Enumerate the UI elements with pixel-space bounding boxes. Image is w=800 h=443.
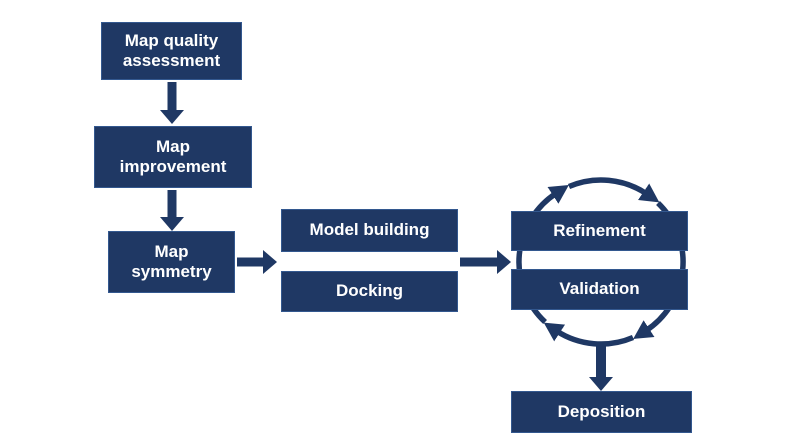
node-model-building: Model building bbox=[281, 209, 458, 252]
node-docking: Docking bbox=[281, 271, 458, 312]
node-label-refinement: Refinement bbox=[553, 220, 646, 240]
node-label-validation: Validation bbox=[559, 279, 640, 299]
node-refinement: Refinement bbox=[511, 211, 688, 251]
node-label-docking: Docking bbox=[335, 281, 404, 301]
node-label-map-quality-assessment: Map quality assessment bbox=[122, 30, 221, 70]
node-map-symmetry: Map symmetry bbox=[108, 231, 235, 293]
node-label-map-improvement: Map improvement bbox=[119, 136, 227, 176]
node-label-model-building: Model building bbox=[309, 220, 430, 240]
node-map-quality-assessment: Map quality assessment bbox=[101, 22, 242, 80]
cycle-arc-bottom-icon bbox=[543, 322, 635, 347]
node-validation: Validation bbox=[511, 269, 688, 310]
node-deposition: Deposition bbox=[511, 391, 692, 433]
iteration-cycle-arrows bbox=[516, 177, 686, 347]
cycle-arc-top-icon bbox=[567, 177, 660, 203]
node-label-map-symmetry: Map symmetry bbox=[131, 241, 212, 281]
node-map-improvement: Map improvement bbox=[94, 126, 252, 188]
node-label-deposition: Deposition bbox=[557, 401, 646, 421]
